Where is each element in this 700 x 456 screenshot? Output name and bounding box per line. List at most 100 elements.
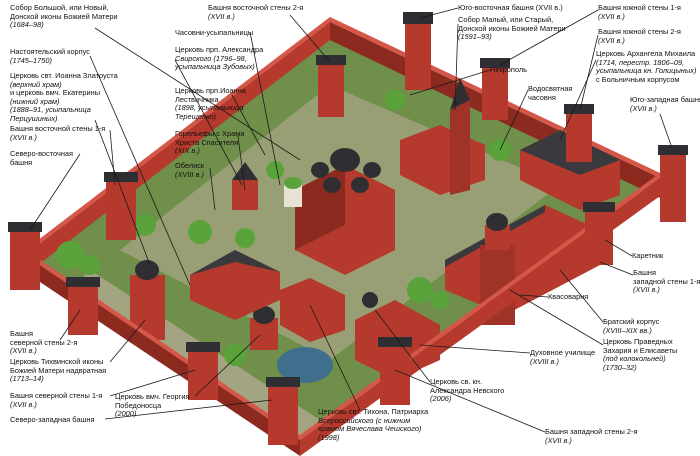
label-line: Церковь Праведных: [603, 337, 673, 346]
label-yugo-vost: Юго-восточная башня (XVII в.): [458, 3, 563, 13]
label-nevsky: Церковь св. кн.Александра Невского(2006): [430, 377, 504, 404]
label-sev-1: Башня северной стены 1-я(XVII в.): [10, 391, 103, 409]
label-line: Церковь вмч. Георгия: [115, 392, 190, 401]
tower-yugo-zap: [658, 145, 688, 222]
label-vost-2: Башня восточной стены 2-я(XVII в.): [208, 3, 303, 21]
label-line: Башня южной стены 1-я: [598, 3, 681, 12]
label-line: (XVII в.): [630, 103, 657, 113]
leader-zakhariya: [509, 289, 604, 346]
label-line: Церковь Архангела Михаила: [596, 49, 696, 58]
label-line: Собор Большой, или Новый,: [10, 3, 109, 12]
label-line: башня: [10, 157, 33, 167]
label-line: (1730–32): [603, 362, 637, 372]
leader-zap-1: [599, 261, 634, 276]
label-line: Всероссийского (с нижним: [318, 415, 411, 425]
label-line: западной стены 1-я: [633, 276, 700, 286]
label-nekropol: Некрополь: [490, 65, 528, 75]
label-line: Перцушиных): [10, 113, 58, 123]
label-vost-1: Башня восточной стены 1-я(XVII в.): [10, 124, 106, 142]
building-nastoyatelsky: [190, 250, 280, 320]
tower-vost-2: [316, 55, 346, 117]
label-sev-zap: Северо-западная башня: [10, 415, 94, 425]
label-line: Башня северной стены 1-я: [10, 391, 103, 400]
label-line: (1713–14): [10, 374, 44, 384]
building-tikhvin: [130, 260, 165, 340]
label-line: (2006): [430, 394, 452, 404]
label-line: Церковь свт. Иоанна Златоуста: [10, 71, 118, 80]
label-line: Церковь свт. Тихона, Патриарха: [318, 407, 429, 416]
label-line: (XVIII–XIX вв.): [603, 325, 652, 335]
label-yuzh-2: Башня южной стены 2-я(XVII в.): [598, 27, 681, 45]
label-line: Церковь прп. Александра: [175, 45, 264, 54]
tower-zap-1: [583, 202, 615, 265]
leader-yugo-zap: [659, 113, 673, 149]
label-line: Духовное училище: [530, 348, 596, 357]
building-svirsky: [232, 162, 258, 210]
label-line: (1591–93): [458, 32, 492, 42]
label-line: Лествичника: [175, 94, 219, 104]
label-line: и церковь вмч. Екатерины: [10, 88, 101, 98]
label-line: Каретник: [632, 251, 664, 260]
label-line: северной стены 2-я: [10, 337, 78, 347]
label-line: (под колокольней): [603, 354, 666, 364]
leader-zlatoust: [94, 119, 151, 266]
label-karetnik: Каретник: [632, 251, 664, 261]
label-line: Башня западной стены 2-я: [545, 427, 638, 436]
label-line: (1684–98): [10, 20, 44, 30]
label-line: Церковь св. кн.: [430, 377, 483, 386]
leader-zap-2: [394, 369, 546, 433]
label-line: Донской иконы Божией Матери: [10, 11, 118, 21]
leader-yuzh-2: [579, 34, 599, 111]
label-line: (1714, перестр. 1806–09,: [596, 57, 685, 67]
leader-vodosvyat: [499, 89, 529, 151]
leader-yuzh-1: [499, 9, 599, 66]
leader-arkhangel: [559, 59, 597, 141]
label-line: Собор Малый, или Старый,: [458, 15, 554, 24]
tower-yugo-vost: [403, 12, 433, 90]
label-uchilishche: Духовное училище(XVIII в.): [530, 348, 596, 366]
building-chapel: [284, 177, 302, 207]
label-line: (XVII в.): [208, 11, 235, 21]
label-line: Церковь Тихвинской иконы: [10, 357, 104, 366]
label-line: Некрополь: [490, 65, 528, 74]
label-line: (XVII в.): [10, 132, 37, 142]
leader-karetnik: [604, 239, 633, 257]
label-zlatoust: Церковь свт. Иоанна Златоуста(верхний хр…: [10, 71, 118, 124]
label-chasovni: Часовни-усыпальницы: [175, 28, 253, 38]
tower-sev-2: [66, 277, 100, 335]
label-line: Башня: [633, 268, 656, 277]
label-line: (XIX в.): [175, 146, 200, 156]
label-line: Башня: [10, 329, 33, 338]
label-line: Обелиск: [175, 161, 205, 170]
building-bolshoy-sobor: [295, 148, 395, 275]
label-line: Церковь прп.Иоанна: [175, 86, 246, 95]
leader-nekropol: [409, 69, 491, 96]
label-line: Терещенко): [175, 111, 217, 121]
label-line: (XVII в.): [10, 346, 37, 356]
leader-sev-vost: [29, 153, 81, 231]
leader-obelisk: [209, 167, 216, 211]
label-line: с Больничным корпусом: [596, 74, 680, 84]
leader-lines: [29, 7, 673, 433]
label-line: (XVII в.): [598, 35, 625, 45]
label-line: (1998): [318, 432, 340, 442]
label-line: Башня восточной стены 1-я: [10, 124, 106, 133]
leader-sev-vost-2: [59, 309, 81, 341]
label-line: усыпальница кн. Голицыных): [596, 66, 697, 76]
label-line: (XVIII в.): [175, 169, 204, 179]
label-line: Донской иконы Божией Матери: [458, 23, 566, 33]
leader-vost-1: [109, 129, 116, 186]
leader-uchilishche: [419, 344, 531, 354]
leader-tikhvin: [109, 319, 146, 363]
tower-sev-vost: [8, 222, 42, 290]
label-line: (XVII в.): [545, 435, 572, 445]
